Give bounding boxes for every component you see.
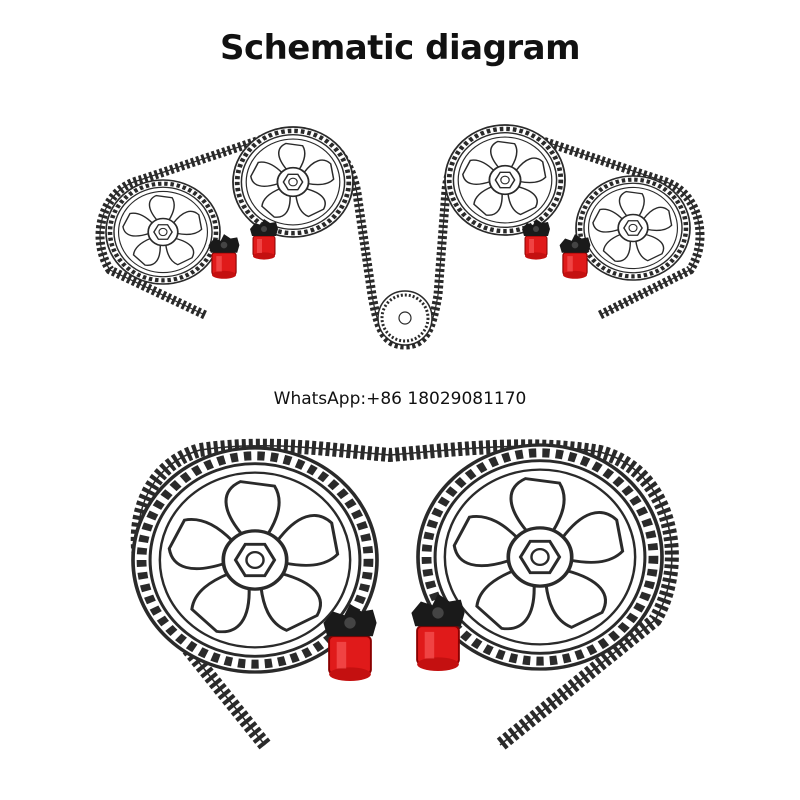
camshaft-locking-tool-icon <box>250 219 278 260</box>
whatsapp-contact: WhatsApp:+86 18029081170 <box>273 389 527 409</box>
cam-sprocket-icon <box>576 176 690 280</box>
camshaft-locking-tool-icon <box>522 219 550 260</box>
camshaft-locking-tool-icon <box>323 604 376 681</box>
bottom-schematic <box>133 445 672 751</box>
cam-sprocket-icon <box>233 127 353 237</box>
idler-pulley-icon <box>377 290 433 346</box>
cam-sprocket-icon <box>106 180 220 284</box>
camshaft-locking-tool-icon <box>560 234 591 279</box>
camshaft-locking-tool-icon <box>411 594 464 671</box>
diagram-title: Schematic diagram <box>219 28 581 68</box>
top-schematic <box>100 125 700 350</box>
cam-sprocket-icon <box>445 125 565 235</box>
camshaft-locking-tool-icon <box>209 234 240 279</box>
